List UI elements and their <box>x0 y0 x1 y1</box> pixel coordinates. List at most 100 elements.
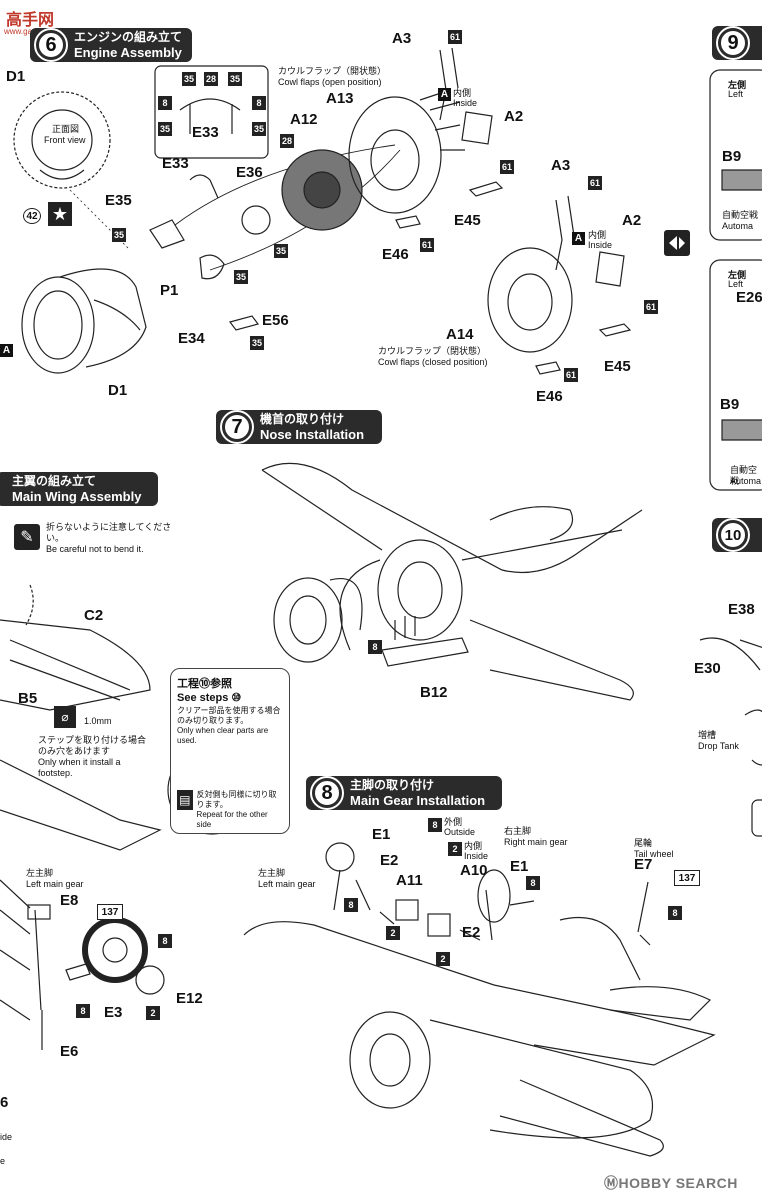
left-gear-drawing <box>0 879 165 1050</box>
step5-banner: 主翼の組み立て Main Wing Assembly <box>0 472 158 506</box>
step9-number: 9 <box>716 26 750 60</box>
a-inside-badge-upper: A <box>438 88 451 101</box>
step7-title-en: Nose Installation <box>260 427 365 442</box>
e3-part-8: 8 <box>76 1004 90 1018</box>
label-a14: A14 <box>446 326 474 343</box>
a3-lower-part-61: 61 <box>588 176 602 190</box>
inside-jp-upper: 内側 <box>453 88 472 98</box>
label-e45-lower: E45 <box>604 358 631 375</box>
e46-part-61-upper: 61 <box>420 238 434 252</box>
label-e1-right: E1 <box>510 858 529 875</box>
label-e3: E3 <box>104 1004 123 1021</box>
label-e1-left: E1 <box>372 826 391 843</box>
step6-banner: 6 エンジンの組み立て Engine Assembly <box>30 28 192 62</box>
label-a3-lower: A3 <box>551 157 571 174</box>
site-logo: 高手网 <box>6 12 55 29</box>
e7-part-137: 137 <box>674 870 700 886</box>
label-e46-lower: E46 <box>536 388 563 405</box>
left-main-gear-jp-2: 左主脚 <box>258 868 286 878</box>
e33-part-8-b: 8 <box>252 96 266 110</box>
left-main-gear-en: Left main gear <box>26 879 84 889</box>
step6-title-jp: エンジンの組み立て <box>74 30 183 44</box>
e12-part-8: 8 <box>158 934 172 948</box>
step5-title-jp: 主翼の組み立て <box>12 474 97 488</box>
e35-part-35: 35 <box>112 228 126 242</box>
front-view-ring <box>13 91 111 189</box>
step8-banner: 8 主脚の取り付け Main Gear Installation <box>306 776 502 810</box>
star-icon: ★ <box>48 202 72 226</box>
e33-part-35-d: 35 <box>252 122 266 136</box>
label-a-left: A <box>0 344 13 357</box>
outside-en: Outside <box>444 827 476 837</box>
left-main-gear-en-2: Left main gear <box>258 879 316 889</box>
label-b5: B5 <box>18 690 38 707</box>
label-b9-upper: B9 <box>722 148 742 165</box>
e12-part-2: 2 <box>146 1006 160 1020</box>
a12-part-28: 28 <box>280 134 294 148</box>
inside-jp-gear: 内側 <box>464 841 483 851</box>
label-a10: A10 <box>460 862 488 879</box>
step7-number: 7 <box>220 410 254 444</box>
drill-icon: ⌀ <box>54 706 76 728</box>
main-gear-aircraft-drawing <box>243 842 716 1157</box>
label-e12: E12 <box>176 990 203 1007</box>
engine-drawing <box>281 149 363 231</box>
e1-left-part-8: 8 <box>344 898 358 912</box>
auto-en-lower: Automa <box>730 476 762 486</box>
label-c2: C2 <box>84 607 104 624</box>
cowl-closed-jp: カウルフラップ（閉状態） <box>378 346 487 356</box>
step10-number: 10 <box>716 518 750 552</box>
a3-part-61: 61 <box>448 30 462 44</box>
inside-en-upper: Inside <box>453 98 478 108</box>
step10-banner: 10 <box>712 518 762 552</box>
part-42-badge: 42 <box>23 208 41 224</box>
inside-part-2: 2 <box>448 842 462 856</box>
a10-part-2: 2 <box>436 952 450 966</box>
label-e33-inset: E33 <box>192 124 219 141</box>
step7-title-jp: 機首の取り付け <box>260 412 345 426</box>
label-a13: A13 <box>326 90 354 107</box>
see-steps-en: See steps ⑩ <box>177 692 242 704</box>
left-cut-text-b: ide <box>0 1132 13 1142</box>
repeat-en: Repeat for the other side <box>196 810 268 829</box>
footstep-en: Only when it install a footstep. <box>38 757 121 778</box>
label-e56: E56 <box>262 312 289 329</box>
right-main-gear-en: Right main gear <box>504 837 568 847</box>
label-e46-upper: E46 <box>382 246 409 263</box>
careful-jp: 折らないように注意してください。 <box>46 522 172 543</box>
label-a2-lower: A2 <box>622 212 642 229</box>
b12-part-8: 8 <box>368 640 382 654</box>
step9-left-jp: 左側 <box>728 80 747 90</box>
label-e26: E26 <box>736 289 762 306</box>
outside-part-8: 8 <box>428 818 442 832</box>
left-cut-text-c: e <box>0 1156 6 1166</box>
nose-aircraft-drawing <box>261 462 643 701</box>
step9-banner: 9 <box>712 26 762 60</box>
label-d1-bottom: D1 <box>108 382 128 399</box>
label-e30: E30 <box>694 660 721 677</box>
label-e45-upper: E45 <box>454 212 481 229</box>
step6-title-en: Engine Assembly <box>74 45 182 60</box>
careful-en: Be careful not to bend it. <box>46 544 144 554</box>
label-a2-upper: A2 <box>504 108 524 125</box>
a2-lower-part-61: 61 <box>644 300 658 314</box>
right-main-gear-jp: 右主脚 <box>504 826 532 836</box>
e33-inset <box>154 65 269 159</box>
label-b9-lower: B9 <box>720 396 740 413</box>
label-e36: E36 <box>236 164 263 181</box>
step8-number: 8 <box>310 776 344 810</box>
tail-wheel-jp: 尾輪 <box>634 838 653 848</box>
e46-part-61-lower: 61 <box>564 368 578 382</box>
step9-left-en: Left <box>728 89 744 99</box>
label-e6: E6 <box>60 1043 79 1060</box>
repeat-icon: ▤ <box>177 790 193 810</box>
hobby-search-watermark: ⓂHOBBY SEARCH <box>604 1175 738 1191</box>
footstep-jp: ステップを取り付ける場合のみ穴をあけます <box>38 735 147 756</box>
label-d1-top: D1 <box>6 68 26 85</box>
step9-panel-lower <box>709 259 762 491</box>
e34-part-35: 35 <box>234 270 248 284</box>
label-e35: E35 <box>105 192 132 209</box>
step7-banner: 7 機首の取り付け Nose Installation <box>216 410 382 444</box>
label-e33: E33 <box>162 155 189 172</box>
tail-wheel-en: Tail wheel <box>634 849 674 859</box>
